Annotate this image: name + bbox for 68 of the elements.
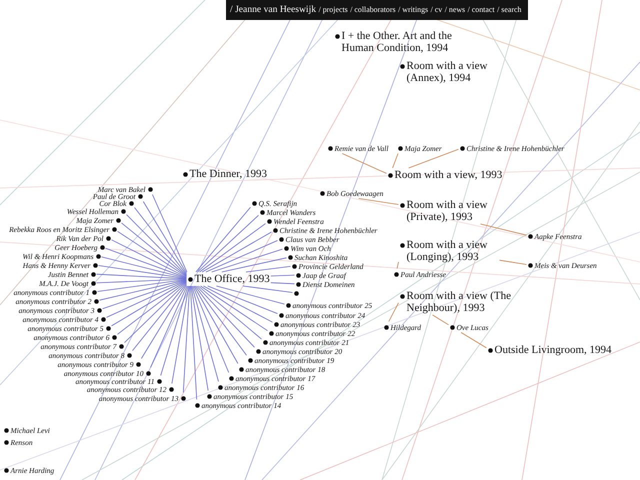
- connector-line: [206, 240, 278, 272]
- connector-line: [216, 286, 285, 304]
- connector-line: [96, 274, 187, 280]
- connector-line: [198, 286, 262, 340]
- connector-line: [203, 286, 273, 323]
- connector-line: [132, 283, 187, 351]
- connector-line: [200, 286, 268, 332]
- project-title: Room with a view (Longing), 1993: [406, 239, 488, 263]
- connector-line: [106, 280, 187, 318]
- connector-line: [221, 257, 287, 272]
- connector-line: [196, 206, 251, 272]
- project-title: I + the Other. Art and the Human Condition, 1994: [342, 30, 453, 54]
- connector-line: [396, 262, 399, 269]
- project-title: The Dinner, 1993: [190, 168, 267, 180]
- connector-line: [194, 286, 247, 356]
- connector-line: [432, 314, 449, 326]
- connector-line: [172, 286, 190, 384]
- project-title: Room with a view (The Neighbour), 1993: [406, 290, 512, 314]
- connector-line: [190, 286, 208, 391]
- project-title: Outside Livingroom, 1994: [494, 344, 612, 356]
- project-title: Room with a view (Annex), 1994: [406, 60, 488, 84]
- connector-line: [160, 286, 188, 376]
- connector-line: [246, 266, 291, 272]
- connector-line: [126, 214, 187, 276]
- connector-line: [134, 207, 187, 275]
- connector-line: [270, 282, 295, 284]
- connector-line: [480, 224, 527, 236]
- connector-line: [408, 148, 459, 168]
- connector-line: [192, 286, 230, 373]
- connector-line: [211, 248, 283, 272]
- connector-line: [102, 280, 187, 310]
- connector-line: [242, 286, 293, 293]
- connector-line: [499, 260, 527, 265]
- connector-line: [96, 278, 187, 284]
- connector-line: [199, 223, 266, 272]
- connector-line: [392, 153, 398, 168]
- connector-line: [202, 232, 272, 272]
- connector-line: [124, 282, 187, 343]
- connector-line: [98, 265, 187, 279]
- connector-line: [196, 286, 255, 348]
- connector-line: [101, 256, 187, 278]
- connector-line: [190, 286, 198, 400]
- connector-line: [197, 214, 259, 272]
- connector-line: [207, 286, 278, 314]
- connector-line: [121, 222, 187, 276]
- project-title: The Office, 1993: [194, 273, 270, 285]
- connector-line: [182, 286, 190, 393]
- connector-line: [150, 286, 188, 368]
- connector-line: [111, 280, 187, 326]
- connector-line: [192, 286, 219, 382]
- project-title: Room with a view (Private), 1993: [406, 199, 488, 223]
- connector-line: [358, 198, 399, 205]
- connector-line: [97, 279, 187, 292]
- project-title: Room with a view, 1993: [394, 169, 502, 181]
- connector-line: [270, 274, 295, 276]
- connector-line: [141, 284, 187, 359]
- site-name-link: / Jeanne van Heeswijk: [230, 4, 316, 16]
- connector-line: [388, 302, 399, 322]
- connector-line: [194, 286, 238, 364]
- connector-line: [342, 153, 387, 174]
- connector-line: [117, 281, 187, 335]
- connector-line: [152, 194, 188, 272]
- connector-line: [460, 332, 487, 348]
- connector-line: [142, 201, 187, 274]
- connector-line: [105, 248, 187, 278]
- connector-line: [99, 279, 187, 301]
- connector-line: [117, 230, 187, 278]
- connector-line: [111, 239, 187, 278]
